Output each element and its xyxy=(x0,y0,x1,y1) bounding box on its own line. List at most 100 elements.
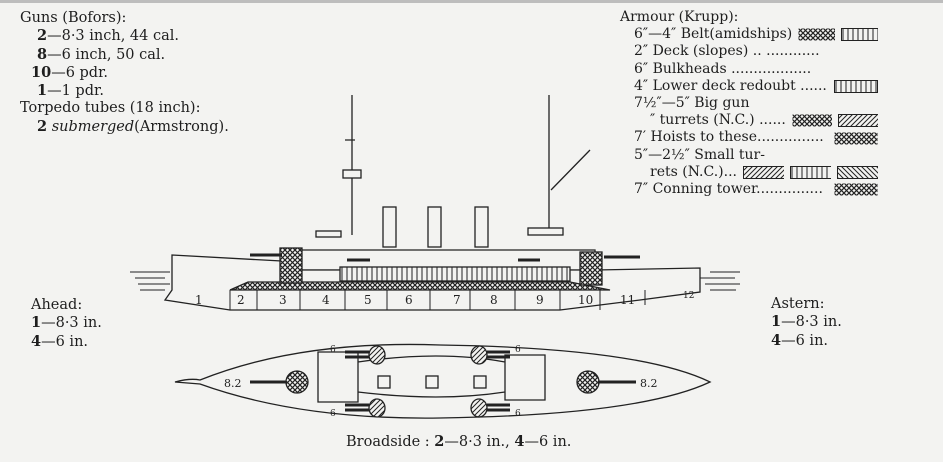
compartment-number: 3 xyxy=(279,293,287,307)
plan-side-gun-label: 6 xyxy=(330,345,336,355)
armour-swatch-backdiagonal xyxy=(836,165,878,179)
compartment-number: 12 xyxy=(683,291,694,301)
broadside-count: 2 xyxy=(434,433,445,450)
gun-barrels xyxy=(250,253,640,262)
gun-count: 8 xyxy=(37,45,48,63)
armour-swatch-crosshatch xyxy=(834,132,878,145)
page-top-border xyxy=(0,0,943,3)
armour-row: 7′ Hoists to these............... xyxy=(620,129,878,146)
gun-count: 10 xyxy=(31,63,52,81)
gun-desc: —1 pdr. xyxy=(47,83,104,100)
armour-row: 2″ Deck (slopes) .. ............ xyxy=(620,43,878,60)
armour-label: 2″ Deck (slopes) .. ............ xyxy=(634,43,820,60)
armour-swatch-vertical xyxy=(841,28,878,42)
gun-count: 1 xyxy=(37,82,48,100)
astern-count: 4 xyxy=(771,331,782,349)
armour-swatch-vertical xyxy=(789,165,831,179)
armour-label: 7½″—5″ Big gun xyxy=(634,95,750,112)
ahead-count: 4 xyxy=(31,332,42,350)
plan-side-gun-label: 6 xyxy=(330,409,336,419)
armour-label: 7″ Conning tower............... xyxy=(634,181,823,198)
armour-row: 7″ Conning tower............... xyxy=(620,181,878,198)
fore-turret-plan xyxy=(285,370,309,394)
armour-swatch-crosshatch xyxy=(792,114,832,127)
fore-turret-profile xyxy=(279,247,303,284)
gun-desc: —6 inch, 50 cal. xyxy=(47,46,166,63)
armour-row: ″ turrets (N.C.) ...... xyxy=(620,112,878,129)
guns-section: Guns (Bofors): 2—8·3 inch, 44 cal. 8—6 i… xyxy=(20,10,229,136)
plan-gun-barrels xyxy=(250,350,636,412)
armour-swatch-diagonal xyxy=(742,165,784,179)
armour-label: 5″—2½″ Small tur- xyxy=(634,146,765,163)
torpedo-item: 2 submerged(Armstrong). xyxy=(20,118,229,136)
astern-heading: Astern: xyxy=(771,296,825,312)
gun-item: 2—8·3 inch, 44 cal. xyxy=(20,27,229,45)
armour-row: 6″—4″ Belt(amidships) xyxy=(620,26,878,43)
armour-label: 7′ Hoists to these............... xyxy=(634,129,824,146)
compartment-number: 6 xyxy=(405,293,413,307)
armour-label: rets (N.C.)... xyxy=(650,163,737,180)
armour-row: 7½″—5″ Big gun xyxy=(620,95,878,112)
plan-side-gun-label: 6 xyxy=(515,345,521,355)
armour-row: 4″ Lower deck redoubt ...... xyxy=(620,78,878,95)
astern-fire-section: Astern: 1—8·3 in. 4—6 in. xyxy=(771,296,842,350)
compartment-number: 8 xyxy=(490,293,498,307)
compartment-dividers xyxy=(229,290,646,310)
gun-item: 8—6 inch, 50 cal. xyxy=(20,46,229,64)
gun-count: 2 xyxy=(37,27,48,45)
torpedo-maker: (Armstrong). xyxy=(134,118,229,135)
aft-turret-profile xyxy=(579,251,603,286)
gun-desc: —8·3 inch, 44 cal. xyxy=(47,28,179,45)
gun-item: 1—1 pdr. xyxy=(20,82,229,100)
compartment-number: 4 xyxy=(322,293,330,307)
ahead-fire-section: Ahead: 1—8·3 in. 4—6 in. xyxy=(31,297,102,351)
ahead-heading: Ahead: xyxy=(31,297,83,313)
plan-funnels xyxy=(377,375,487,389)
ahead-desc: —8·3 in. xyxy=(41,315,102,332)
compartment-number: 7 xyxy=(453,293,461,307)
ahead-count: 1 xyxy=(31,314,42,332)
astern-item: 4—6 in. xyxy=(771,332,842,350)
ahead-desc: —6 in. xyxy=(41,333,89,350)
fore-bridge xyxy=(315,230,342,238)
aft-bridge xyxy=(527,227,564,236)
water-lines xyxy=(130,271,740,291)
plan-stern-gun-label: 8.2 xyxy=(640,377,658,390)
torpedo-type: submerged xyxy=(51,118,135,135)
armour-swatch-crosshatch xyxy=(834,183,878,196)
broadside-caption: Broadside : 2—8·3 in., 4—6 in. xyxy=(346,433,571,451)
broadside-desc: —8·3 in., xyxy=(444,434,515,450)
ahead-item: 1—8·3 in. xyxy=(31,314,102,332)
armour-label: 6″—4″ Belt(amidships) xyxy=(634,26,793,43)
compartment-number: 11 xyxy=(620,293,635,307)
gun-item: 10—6 pdr. xyxy=(20,64,229,82)
broadside-count: 4 xyxy=(514,433,525,450)
astern-count: 1 xyxy=(771,313,782,331)
armour-row: 6″ Bulkheads .................. xyxy=(620,61,878,78)
astern-item: 1—8·3 in. xyxy=(771,313,842,331)
armour-swatch-crosshatch xyxy=(798,28,836,41)
compartment-number: 2 xyxy=(237,293,245,307)
guns-heading: Guns (Bofors): xyxy=(20,10,127,26)
torpedo-heading: Torpedo tubes (18 inch): xyxy=(20,100,201,117)
astern-desc: —6 in. xyxy=(781,332,829,349)
ahead-item: 4—6 in. xyxy=(31,333,102,351)
armour-row: rets (N.C.)... xyxy=(620,164,878,181)
plan-side-gun-label: 6 xyxy=(515,409,521,419)
broadside-label: Broadside : xyxy=(346,434,435,450)
torpedo-count: 2 xyxy=(37,117,48,135)
deck-armour xyxy=(229,281,611,291)
funnels xyxy=(382,206,489,248)
plan-bow-gun-label: 8.2 xyxy=(224,377,242,390)
compartment-number: 5 xyxy=(364,293,372,307)
armour-section: Armour (Krupp): 6″—4″ Belt(amidships)2″ … xyxy=(620,9,878,198)
side-turrets-plan xyxy=(368,345,488,418)
aft-turret-plan xyxy=(576,370,600,394)
armour-swatch-vertical xyxy=(834,79,878,93)
compartment-number: 9 xyxy=(536,293,544,307)
armour-label: 6″ Bulkheads .................. xyxy=(634,60,812,77)
belt-armour xyxy=(339,266,571,282)
compartment-number: 10 xyxy=(578,293,593,307)
